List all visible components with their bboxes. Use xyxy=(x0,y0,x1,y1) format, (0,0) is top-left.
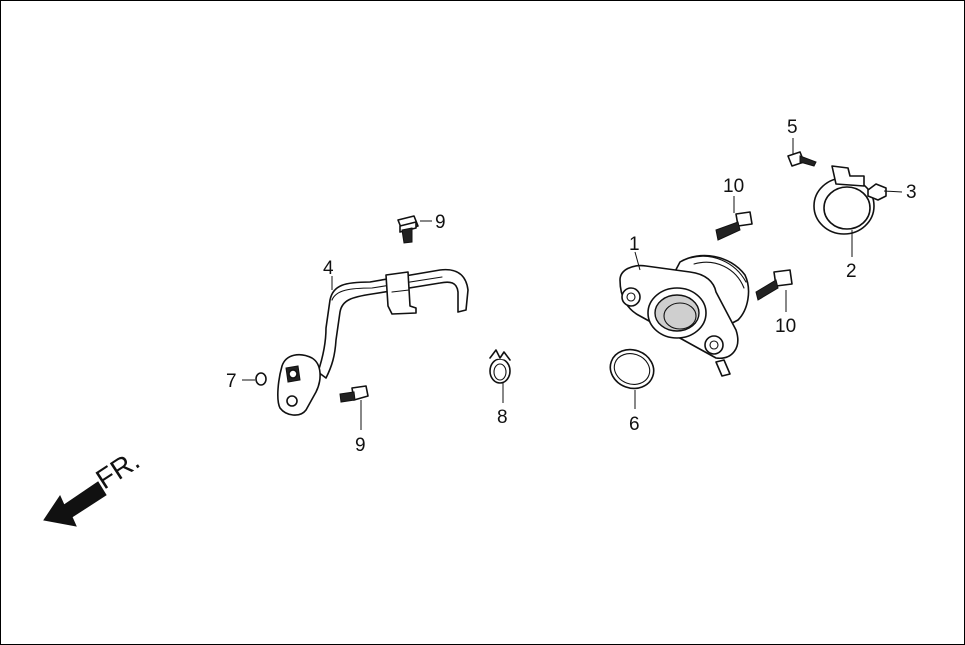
callouts: 1 2 3 4 5 6 7 8 9 9 10 10 xyxy=(226,117,917,456)
callout-2: 2 xyxy=(846,261,857,282)
part-2-band-clamp xyxy=(813,165,875,235)
part-4-tube xyxy=(277,268,469,416)
part-9-bolt-bottom xyxy=(339,385,369,403)
callout-9-top: 9 xyxy=(435,212,446,233)
callout-10-bottom: 10 xyxy=(775,316,796,337)
callout-3: 3 xyxy=(906,182,917,203)
part-7-washer xyxy=(255,372,267,386)
callout-1: 1 xyxy=(629,234,640,255)
part-1-intake-pipe xyxy=(619,254,750,377)
callout-8: 8 xyxy=(497,407,508,428)
callout-10-top: 10 xyxy=(723,176,744,197)
part-5-screw xyxy=(787,151,817,167)
leader-lines xyxy=(242,138,903,430)
callout-9-bottom: 9 xyxy=(355,435,366,456)
front-direction-indicator: FR. xyxy=(43,444,145,527)
part-3-nut xyxy=(867,183,887,201)
callout-4: 4 xyxy=(323,258,334,279)
part-8-hose-clamp xyxy=(489,349,511,384)
callout-5: 5 xyxy=(787,117,798,138)
front-arrow-icon xyxy=(43,481,107,527)
part-9-bolt-top xyxy=(397,215,419,244)
callout-7: 7 xyxy=(226,371,237,392)
part-10-bolt-bottom xyxy=(755,269,793,301)
part-10-bolt-top xyxy=(715,211,753,241)
callout-6: 6 xyxy=(629,414,640,435)
part-6-o-ring xyxy=(609,348,655,390)
